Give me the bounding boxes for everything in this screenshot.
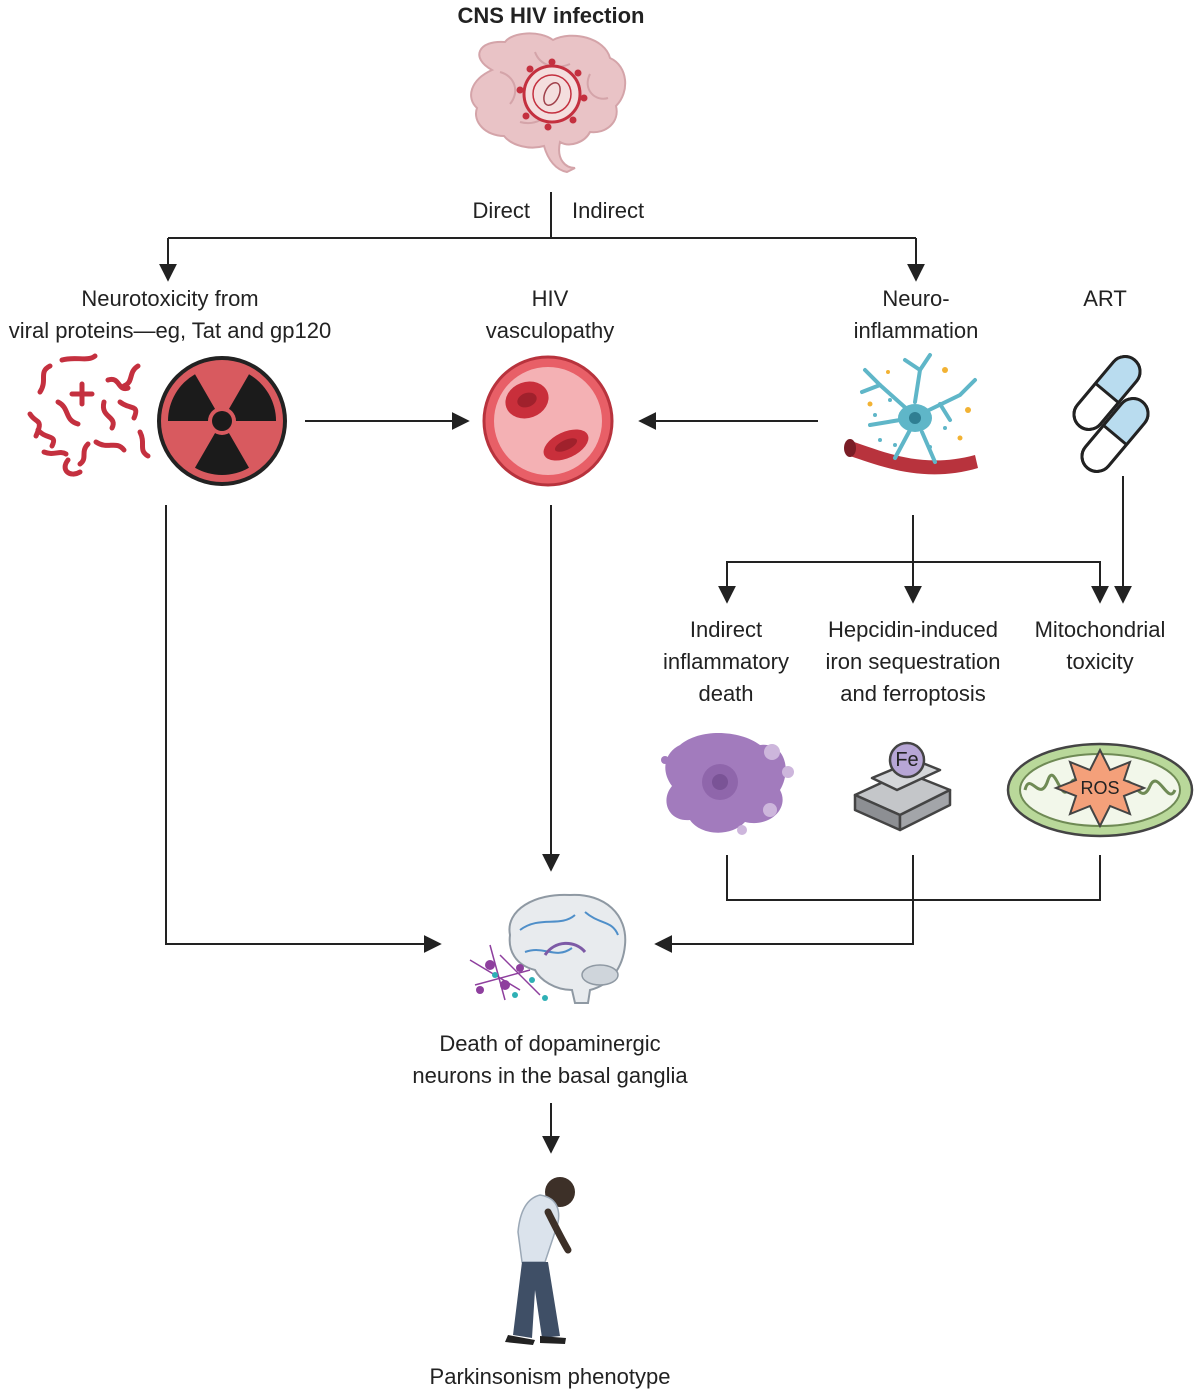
- diagram-title: CNS HIV infection: [457, 3, 645, 28]
- mito-toxicity-label-line-2: toxicity: [1066, 649, 1134, 674]
- neurotoxicity-label-line-1: Neurotoxicity from: [81, 286, 259, 311]
- parkinsonism-person-icon: [505, 1177, 575, 1345]
- neurotoxicity-label: Neurotoxicity from viral proteins—eg, Ta…: [0, 283, 340, 347]
- vasculopathy-label-line-1: HIV: [531, 286, 569, 311]
- dopaminergic-death-label: Death of dopaminergic neurons in the bas…: [390, 1028, 710, 1092]
- mitochondrion-ros-icon: [1006, 742, 1194, 838]
- dopaminergic-death-label-line-1: Death of dopaminergic: [439, 1031, 661, 1056]
- ferroptosis-label-line-1: Hepcidin-induced: [828, 617, 998, 642]
- art-label-line-1: ART: [1083, 286, 1127, 311]
- inflammatory-death-label: Indirect inflammatory death: [640, 614, 812, 710]
- phenotype-label-line-1: Parkinsonism phenotype: [429, 1364, 671, 1389]
- neuroinflammation-label: Neuro- inflammation: [826, 283, 1006, 347]
- iron-symbol-text: Fe: [895, 749, 919, 771]
- toxicity-hazard-icon: [157, 356, 287, 486]
- vasculopathy-label-line-2: vasculopathy: [485, 318, 615, 343]
- ferroptosis-label-line-3: and ferroptosis: [840, 681, 986, 706]
- neurotoxicity-label-line-2: viral proteins—eg, Tat and gp120: [8, 318, 332, 343]
- phenotype-label: Parkinsonism phenotype: [400, 1361, 700, 1393]
- inflammatory-death-icon: [661, 732, 794, 835]
- iron-bars-icon: [853, 741, 952, 832]
- neuroinflammation-label-line-1: Neuro-: [882, 286, 950, 311]
- art-label: ART: [1050, 283, 1160, 315]
- vasculopathy-label: HIV vasculopathy: [460, 283, 640, 347]
- inflammatory-death-label-line-2: inflammatory: [663, 649, 789, 674]
- branch-indirect-label: Indirect: [572, 198, 645, 223]
- ros-text: ROS: [1080, 778, 1120, 798]
- arrow-neurotox-to-dopaminergic: [165, 505, 442, 953]
- neuroinflammation-icon: [844, 353, 978, 475]
- connectors: [159, 192, 1132, 1154]
- inflammation-branch-left: [718, 561, 913, 604]
- arrow-collector-to-dopaminergic: [654, 855, 914, 953]
- inflammatory-death-label-line-3: death: [698, 681, 754, 706]
- vasculopathy-icon: [482, 355, 614, 487]
- inflammatory-death-label-line-1: Indirect: [689, 617, 763, 642]
- basal-ganglia-brain-icon: [469, 893, 627, 1004]
- mito-toxicity-label: Mitochondrial toxicity: [1018, 614, 1182, 678]
- neuroinflammation-label-line-2: inflammation: [853, 318, 979, 343]
- ferroptosis-label: Hepcidin-induced iron sequestration and …: [812, 614, 1014, 710]
- art-capsule-icon: [1072, 355, 1150, 473]
- inflammation-branch-right: [913, 561, 1109, 604]
- ferroptosis-label-line-2: iron sequestration: [825, 649, 1001, 674]
- viral-protein-icon: [27, 353, 151, 477]
- branch-direct-label: Direct: [472, 198, 530, 223]
- dopaminergic-death-label-line-2: neurons in the basal ganglia: [412, 1063, 688, 1088]
- mito-toxicity-label-line-1: Mitochondrial: [1034, 617, 1166, 642]
- brain-virus-icon: [470, 32, 627, 174]
